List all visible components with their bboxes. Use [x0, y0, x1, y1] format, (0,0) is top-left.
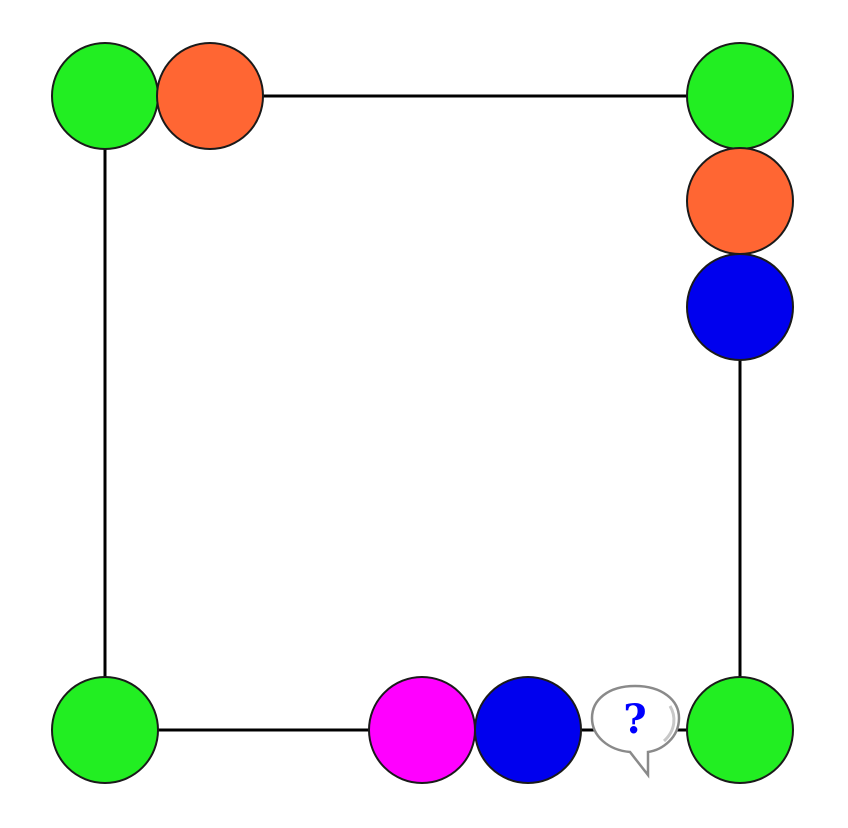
green-circle[interactable]	[51, 42, 159, 150]
corner-bottom-right[interactable]	[686, 676, 794, 784]
blue-circle[interactable]	[474, 676, 582, 784]
path-lines	[103, 94, 742, 732]
orange-circle[interactable]	[156, 42, 264, 150]
top-edge-piece-1[interactable]	[156, 42, 264, 150]
corner-bottom-left[interactable]	[51, 676, 159, 784]
corner-top-left[interactable]	[51, 42, 159, 150]
bottom-edge-piece-1[interactable]	[368, 676, 476, 784]
speech-bubble-shading	[662, 705, 676, 743]
question-mark-text: ?	[623, 696, 646, 743]
right-edge-piece-1[interactable]	[686, 147, 794, 255]
green-circle[interactable]	[51, 676, 159, 784]
magenta-circle[interactable]	[368, 676, 476, 784]
speech-bubble-shape	[590, 684, 681, 779]
orange-circle[interactable]	[686, 147, 794, 255]
bottom-edge-piece-2[interactable]	[474, 676, 582, 784]
blue-circle[interactable]	[686, 253, 794, 361]
green-circle[interactable]	[686, 42, 794, 150]
question-speech-bubble-icon[interactable]: ?	[590, 684, 681, 779]
green-circle[interactable]	[686, 676, 794, 784]
corner-top-right[interactable]	[686, 42, 794, 150]
right-edge-piece-2[interactable]	[686, 253, 794, 361]
